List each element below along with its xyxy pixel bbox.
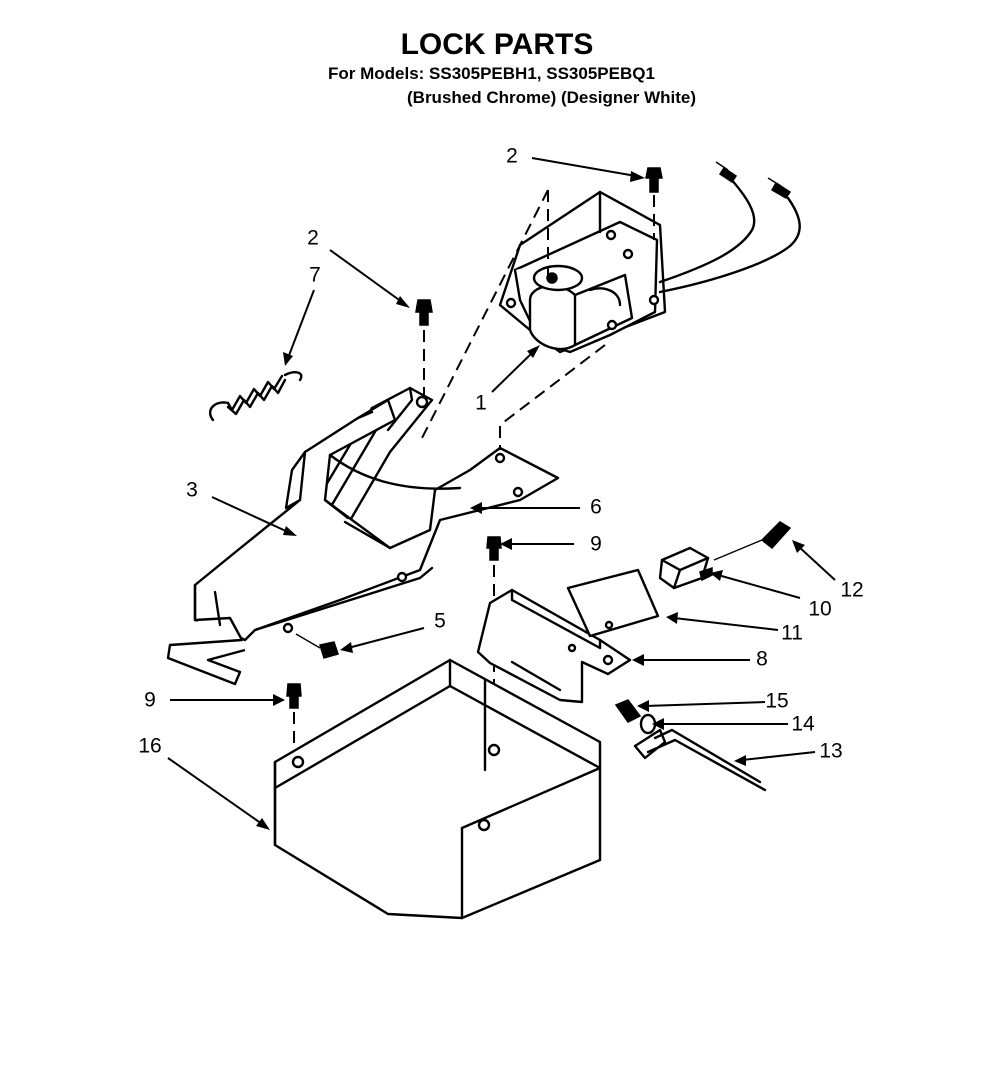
callout-1: 1: [475, 392, 487, 415]
switch-bracket: [476, 588, 632, 704]
callout-numbers: 2 2 7 1 3 6 9 5 9 16 8 11 10 12 15 14 13: [138, 145, 863, 763]
lock-motor-assembly: [498, 161, 801, 354]
callout-11: 11: [781, 622, 803, 645]
rod-screw: [614, 699, 642, 723]
callout-3: 3: [186, 479, 198, 502]
callout-15: 15: [765, 690, 788, 713]
spring: [208, 371, 303, 422]
switch-screw: [713, 521, 792, 561]
alignment-line-c: [499, 344, 606, 450]
callout-6: 6: [590, 496, 602, 519]
leader-lines: [167, 157, 836, 830]
screw-upper: [645, 167, 663, 240]
callout-9-upper: 9: [590, 533, 602, 556]
callout-10: 10: [808, 598, 831, 621]
lock-switch: [658, 546, 713, 590]
alignment-line-a: [419, 189, 549, 443]
callout-2-link: 2: [307, 227, 319, 250]
callout-14: 14: [791, 713, 815, 736]
diagram-title: LOCK PARTS: [401, 28, 594, 61]
insulator: [566, 568, 660, 638]
lock-rod: [633, 728, 767, 792]
callout-13: 13: [819, 740, 842, 763]
screw-link: [415, 299, 433, 395]
lock-cover: [273, 658, 602, 920]
callout-2-upper: 2: [506, 145, 518, 168]
callout-5: 7: [309, 264, 321, 287]
callout-12: 12: [840, 579, 863, 602]
callout-8: 8: [756, 648, 768, 671]
callout-9-lower: 9: [144, 689, 156, 712]
models-line: For Models: SS305PEBH1, SS305PEBQ1: [328, 64, 655, 83]
lock-bracket: [166, 398, 560, 686]
finishes-line: (Brushed Chrome) (Designer White): [407, 88, 696, 107]
callout-16: 16: [138, 735, 161, 758]
nut: [295, 633, 339, 659]
callout-7: 5: [434, 610, 446, 633]
